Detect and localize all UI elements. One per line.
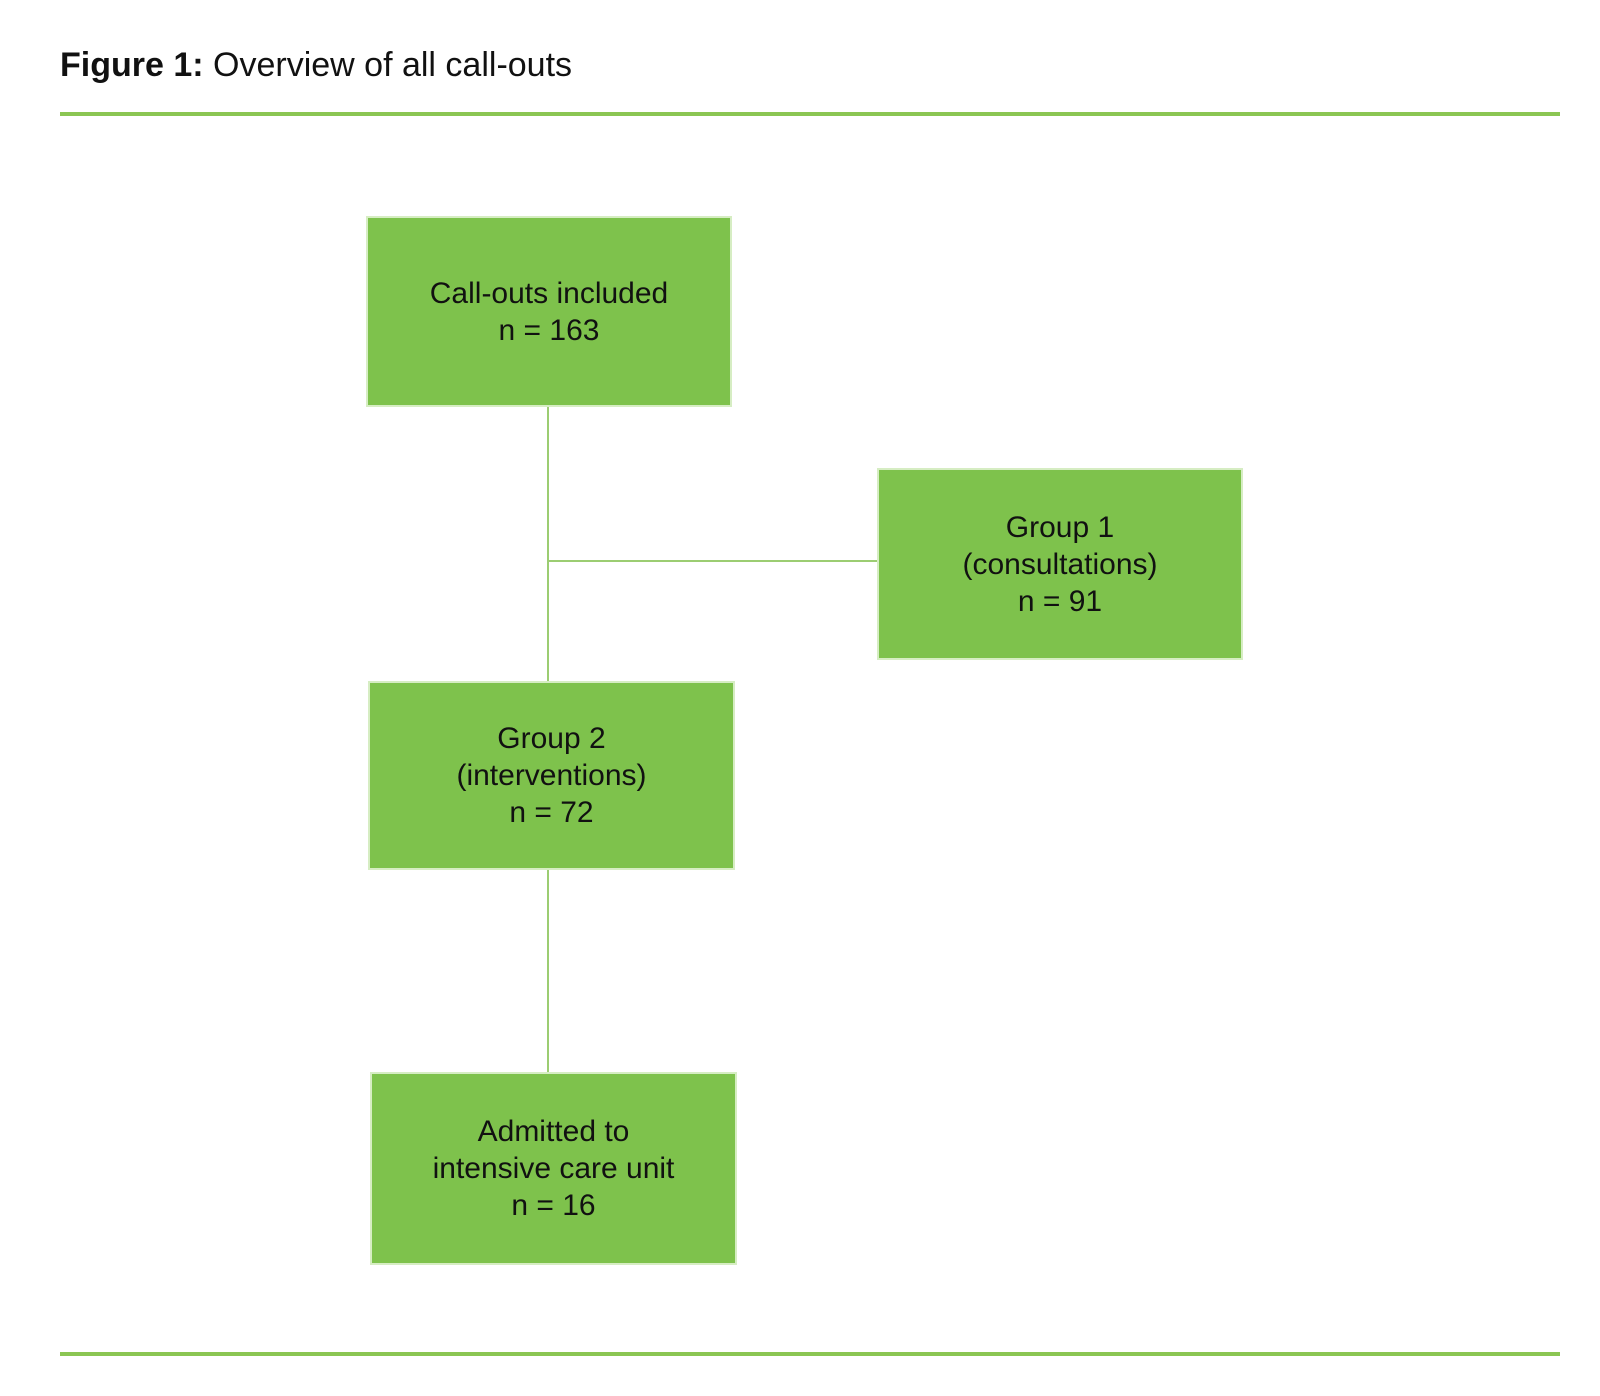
- connector-branch-to-group1: [548, 560, 877, 562]
- figure-title-prefix: Figure 1:: [60, 46, 204, 84]
- node-callouts-included: Call-outs included n = 163: [366, 216, 732, 407]
- node-text-line: Group 2: [497, 722, 606, 755]
- node-group2-interventions: Group 2 (interventions) n = 72: [368, 681, 735, 870]
- node-count: n = 16: [511, 1189, 596, 1222]
- connector-group2-to-icu: [547, 870, 549, 1072]
- bottom-divider-line: [60, 1352, 1560, 1356]
- node-count: n = 163: [498, 313, 600, 347]
- node-count: n = 91: [1017, 584, 1103, 618]
- node-text-line: Call-outs included: [429, 276, 669, 310]
- figure-title: Figure 1: Overview of all call-outs: [60, 44, 572, 86]
- connector-callouts-to-group2: [547, 407, 549, 681]
- node-count: n = 72: [509, 796, 594, 829]
- node-group1-consultations: Group 1 (consultations) n = 91: [877, 468, 1243, 660]
- node-text-line: Group 1: [1005, 510, 1115, 544]
- node-text-line: intensive care unit: [432, 1152, 675, 1185]
- top-divider-line: [60, 112, 1560, 116]
- figure-title-text: Overview of all call-outs: [203, 46, 573, 84]
- node-text-line: (interventions): [456, 759, 647, 792]
- node-text-line: (consultations): [962, 547, 1158, 581]
- node-text-line: Admitted to: [477, 1115, 630, 1148]
- node-admitted-icu: Admitted to intensive care unit n = 16: [370, 1072, 737, 1265]
